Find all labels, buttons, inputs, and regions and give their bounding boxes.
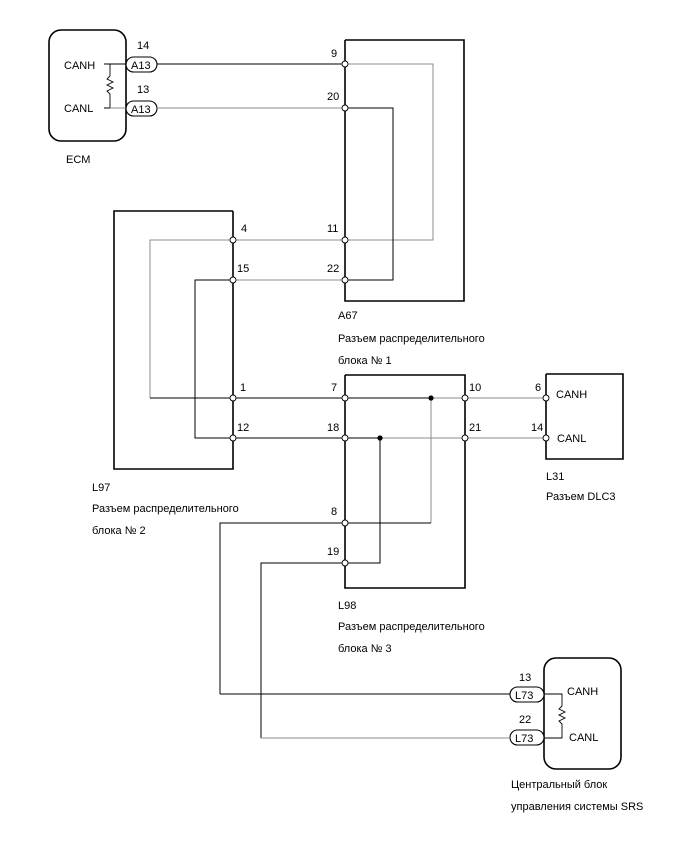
ecm-canh-label: CANH [64, 60, 95, 72]
splice-junction-canh [428, 395, 434, 401]
terminals [229, 60, 550, 567]
srs-title-line2: управления системы SRS [511, 801, 643, 813]
l97-pin-4: 4 [241, 223, 247, 235]
terminal-a67-22 [341, 276, 349, 284]
terminal-l31-6 [542, 394, 550, 402]
a67-component: 9 20 11 22 A67 Разъем распределительного… [327, 39, 485, 367]
l97-pin-15: 15 [237, 263, 249, 275]
terminal-l98-10 [461, 394, 469, 402]
l97-pin-1: 1 [240, 382, 246, 394]
terminal-l97-15 [229, 276, 237, 284]
terminal-l98-19 [341, 559, 349, 567]
wire-a67-9-to-11 [345, 63, 434, 241]
terminal-l97-4 [229, 236, 237, 244]
terminal-a67-11 [341, 236, 349, 244]
srs-canl-label: CANL [569, 732, 598, 744]
l98-code: L98 [338, 600, 356, 612]
ecm-box [48, 29, 127, 142]
l31-pin-6: 6 [535, 382, 541, 394]
srs-resistor-icon [544, 693, 567, 739]
ecm-canl-connector-code: A13 [131, 104, 151, 116]
l98-pin-18: 18 [327, 422, 339, 434]
wires [149, 63, 546, 739]
ecm-canh-pin: 14 [137, 40, 149, 52]
l31-component: 6 14 CANH CANL L31 Разъем DLC3 [531, 373, 624, 503]
l31-code: L31 [546, 471, 564, 483]
l98-component: 7 18 10 21 8 19 L98 Разъем распределител… [327, 374, 485, 655]
srs-component: CANH CANL 13 L73 22 L73 Центральный блок… [509, 657, 643, 813]
a67-pin-20: 20 [327, 91, 339, 103]
srs-box [543, 657, 622, 770]
ecm-label: ECM [66, 154, 90, 166]
srs-canh-connector-code: L73 [515, 690, 533, 702]
l31-title: Разъем DLC3 [546, 491, 616, 503]
ecm-canl-label: CANL [64, 103, 93, 115]
terminal-a67-9 [341, 60, 349, 68]
l98-title-line2: блока № 3 [338, 643, 392, 655]
l98-box [344, 374, 466, 589]
srs-canh-pin: 13 [519, 672, 531, 684]
terminal-l98-7 [341, 394, 349, 402]
terminal-l97-12 [229, 434, 237, 442]
l31-box [545, 373, 624, 460]
a67-pin-22: 22 [327, 263, 339, 275]
wire-l97-4-to-1 [149, 239, 233, 398]
terminal-a67-20 [341, 104, 349, 112]
splice-junction-canl [377, 435, 383, 441]
a67-code: A67 [338, 310, 358, 322]
a67-box [344, 39, 465, 302]
wire-a67-20-to-22 [345, 107, 394, 281]
l98-pin-10: 10 [469, 382, 481, 394]
terminal-l97-1 [229, 394, 237, 402]
wire-l98-junction-to-19 [345, 438, 381, 564]
l31-canl-label: CANL [557, 433, 586, 445]
terminal-l98-21 [461, 434, 469, 442]
l31-pin-14: 14 [531, 422, 543, 434]
wire-l98-8-to-srs-canh [219, 522, 345, 694]
srs-canl-connector-code: L73 [515, 733, 533, 745]
l98-pin-7: 7 [331, 382, 337, 394]
l97-pin-12: 12 [237, 422, 249, 434]
a67-pin-11: 11 [327, 223, 338, 235]
ecm-canh-connector-code: A13 [131, 60, 151, 72]
l97-code: L97 [92, 482, 110, 494]
srs-canh-label: CANH [567, 686, 598, 698]
ecm-resistor-icon [104, 63, 115, 109]
l98-pin-8: 8 [331, 506, 337, 518]
a67-pin-9: 9 [331, 48, 337, 60]
a67-title-line1: Разъем распределительного [338, 333, 485, 345]
a67-title-line2: блока № 1 [338, 355, 392, 367]
ecm-component: CANH CANL ECM 14 A13 13 A13 [48, 29, 158, 166]
l97-box [113, 210, 234, 470]
l98-title-line1: Разъем распределительного [338, 621, 485, 633]
ecm-canl-pin: 13 [137, 84, 149, 96]
terminal-l31-14 [542, 434, 550, 442]
l98-pin-21: 21 [469, 422, 481, 434]
l31-canh-label: CANH [556, 389, 587, 401]
srs-title-line1: Центральный блок [511, 779, 607, 791]
l97-title-line2: блока № 2 [92, 525, 146, 537]
l97-title-line1: Разъем распределительного [92, 503, 239, 515]
terminal-l98-8 [341, 519, 349, 527]
l98-pin-19: 19 [327, 546, 339, 558]
srs-canl-pin: 22 [519, 714, 531, 726]
l97-component: 4 15 1 12 L97 Разъем распределительного … [92, 210, 249, 537]
wire-l97-15-to-12 [194, 279, 233, 439]
terminal-l98-18 [341, 434, 349, 442]
wire-l98-19-to-srs-canl [260, 562, 345, 738]
